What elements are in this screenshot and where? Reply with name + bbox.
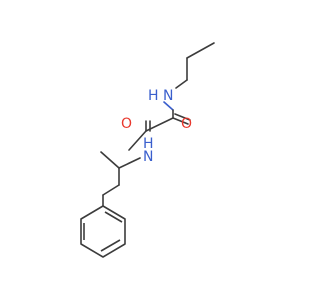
atom-label-n: N — [163, 88, 173, 104]
atom-label-o-right: O — [181, 116, 192, 132]
benzene-ring — [80, 205, 126, 258]
bond — [118, 157, 141, 169]
bond — [102, 184, 120, 196]
atom-label-h: H — [143, 136, 154, 152]
double-bond-line — [172, 117, 189, 125]
amide-nitrogen-top: H N — [148, 88, 173, 104]
bond — [100, 151, 120, 169]
bond — [128, 130, 147, 151]
aromatic-bond — [104, 211, 123, 223]
amide-nitrogen-left: N H — [143, 136, 154, 165]
bond — [175, 79, 188, 89]
bond — [163, 101, 174, 111]
double-bond-line — [174, 113, 191, 121]
aromatic-bond — [100, 239, 121, 252]
oxalamide-core — [128, 101, 191, 151]
structure-canvas: H N O O N H — [80, 42, 215, 258]
butyl-chain — [175, 42, 215, 89]
phenylbutyl-chain — [100, 151, 141, 207]
molecule-diagram: H N O O N H — [80, 42, 215, 258]
ring-outline — [80, 205, 126, 258]
atom-label-h: H — [148, 88, 159, 104]
atom-label-o-left: O — [121, 116, 132, 132]
atom-label-n: N — [143, 149, 153, 165]
bond — [186, 42, 215, 59]
